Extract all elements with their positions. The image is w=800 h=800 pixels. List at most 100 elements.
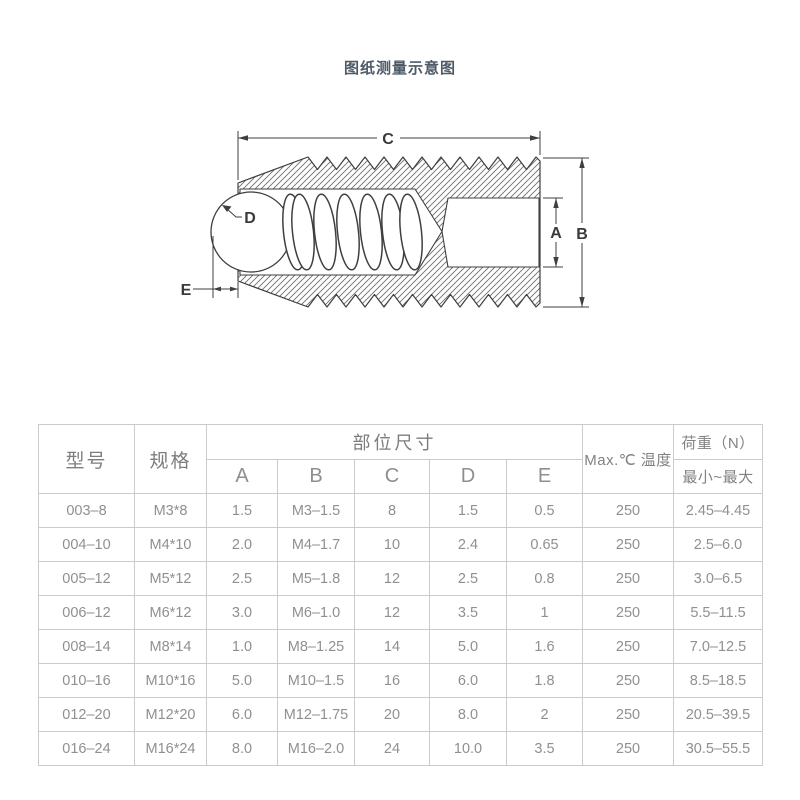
col-header-max-temp: Max.℃ 温度 [582,424,674,494]
table-cell: 3.0 [206,595,278,630]
table-cell: 008–14 [38,629,135,664]
diagram-svg: C B A D E [181,131,589,308]
table-cell: 2.4 [429,527,507,562]
table-cell: 2.0 [206,527,278,562]
table-cell: 8.0 [429,697,507,732]
col-header-load-range: 最小~最大 [673,459,763,494]
col-header-d: D [429,459,507,494]
table-cell: M3*8 [134,493,207,528]
table-cell: 2.45–4.45 [673,493,763,528]
table-cell: M4*10 [134,527,207,562]
table-cell: 24 [354,731,430,766]
table-cell: 6.0 [429,663,507,698]
dim-label-c: C [382,131,394,148]
dim-c [237,131,541,180]
table-cell: 8 [354,493,430,528]
spec-table: 型号 规格 部位尺寸 Max.℃ 温度 荷重（N） A B C D E 最小~最… [38,424,763,766]
table-cell: 010–16 [38,663,135,698]
table-cell: M8–1.25 [277,629,355,664]
table-cell: 005–12 [38,561,135,596]
table-cell: 3.0–6.5 [673,561,763,596]
table-cell: 1.0 [206,629,278,664]
page-title: 图纸测量示意图 [343,60,456,77]
table-cell: 6.0 [206,697,278,732]
table-cell: 1 [506,595,583,630]
col-header-spec: 规格 [134,424,207,494]
dim-label-d: D [244,210,256,227]
table-row: 005–12 M5*12 2.5 M5–1.8 12 2.5 0.8 250 3… [38,561,763,596]
table-cell: 1.5 [206,493,278,528]
table-cell: M6–1.0 [277,595,355,630]
table-cell: 1.5 [429,493,507,528]
spring-plunger-diagram: C B A D E [165,118,625,330]
table-cell: M16–2.0 [277,731,355,766]
table-cell: 250 [582,697,674,732]
table-cell: M5–1.8 [277,561,355,596]
table-cell: 5.0 [206,663,278,698]
header-row-1: 型号 规格 部位尺寸 Max.℃ 温度 荷重（N） [38,424,763,494]
col-header-model: 型号 [38,424,135,494]
table-cell: 10.0 [429,731,507,766]
table-cell: M10*16 [134,663,207,698]
table-cell: 250 [582,493,674,528]
table-cell: 004–10 [38,527,135,562]
col-header-c: C [354,459,430,494]
table-cell: 1.6 [506,629,583,664]
dim-e [193,236,239,298]
table-cell: 0.5 [506,493,583,528]
ball [210,191,292,273]
table-cell: 8.0 [206,731,278,766]
table-cell: 16 [354,663,430,698]
table-cell: 0.65 [506,527,583,562]
table-cell: M10–1.5 [277,663,355,698]
table-row: 016–24 M16*24 8.0 M16–2.0 24 10.0 3.5 25… [38,731,763,766]
hex-socket [441,197,540,268]
table-cell: 250 [582,527,674,562]
spring-coil [282,193,423,271]
table-cell: 8.5–18.5 [673,663,763,698]
table-cell: M3–1.5 [277,493,355,528]
table-cell: M5*12 [134,561,207,596]
table-cell: 3.5 [429,595,507,630]
table-cell: 12 [354,561,430,596]
table-cell: 7.0–12.5 [673,629,763,664]
table-cell: 250 [582,731,674,766]
table-cell: 012–20 [38,697,135,732]
table-cell: 10 [354,527,430,562]
dim-label-e: E [181,282,192,299]
table-cell: M12*20 [134,697,207,732]
table-cell: M4–1.7 [277,527,355,562]
table-cell: 250 [582,663,674,698]
table-cell: M8*14 [134,629,207,664]
table-cell: 30.5–55.5 [673,731,763,766]
table-cell: 14 [354,629,430,664]
dim-a [543,197,563,268]
table-cell: 20.5–39.5 [673,697,763,732]
table-cell: 006–12 [38,595,135,630]
table-cell: 0.8 [506,561,583,596]
dim-d [222,205,242,218]
table-cell: 250 [582,629,674,664]
table-cell: 2 [506,697,583,732]
table-cell: 5.0 [429,629,507,664]
table-row: 010–16 M10*16 5.0 M10–1.5 16 6.0 1.8 250… [38,663,763,698]
table-cell: 12 [354,595,430,630]
col-header-b: B [277,459,355,494]
table-cell: 2.5 [429,561,507,596]
table-cell: 2.5 [206,561,278,596]
table-cell: 003–8 [38,493,135,528]
table-cell: 016–24 [38,731,135,766]
table-row: 006–12 M6*12 3.0 M6–1.0 12 3.5 1 250 5.5… [38,595,763,630]
col-header-dims-group: 部位尺寸 [206,424,583,460]
col-header-a: A [206,459,278,494]
table-cell: 250 [582,595,674,630]
table-cell: 250 [582,561,674,596]
table-cell: 20 [354,697,430,732]
dim-label-a: A [550,225,562,242]
table-row: 008–14 M8*14 1.0 M8–1.25 14 5.0 1.6 250 … [38,629,763,664]
dim-label-b: B [576,226,588,243]
dim-b [543,157,589,308]
col-header-e: E [506,459,583,494]
table-row: 004–10 M4*10 2.0 M4–1.7 10 2.4 0.65 250 … [38,527,763,562]
